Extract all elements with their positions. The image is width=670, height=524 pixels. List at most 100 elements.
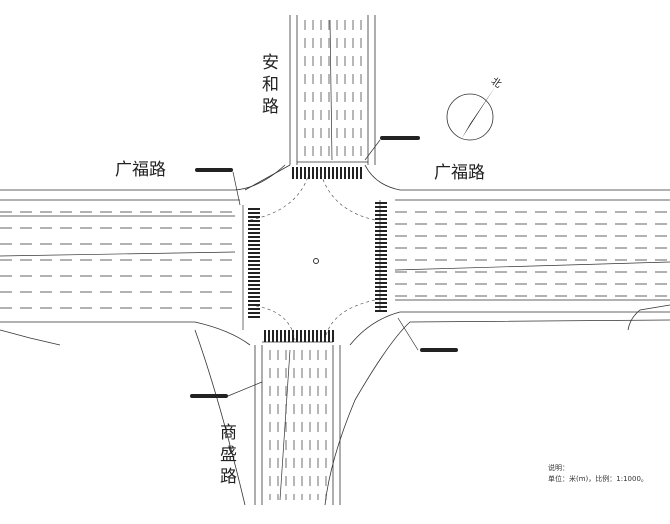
- south-crosswalk-stripe: [280, 330, 282, 342]
- se-sidewalk: [324, 319, 670, 506]
- north-crosswalk-stripe: [324, 167, 326, 179]
- east-crosswalk-stripe: [375, 274, 387, 276]
- east-crosswalk-stripe: [375, 310, 387, 312]
- north-crosswalk-stripe: [328, 167, 330, 179]
- west-crosswalk-stripe: [248, 252, 260, 254]
- south-crosswalk-stripe: [264, 330, 266, 342]
- east-crosswalk-stripe: [375, 258, 387, 260]
- east-crosswalk-stripe: [375, 254, 387, 256]
- north-crosswalk-stripe: [300, 167, 302, 179]
- east-crosswalk-stripe: [375, 238, 387, 240]
- west-crosswalk-stripe: [248, 300, 260, 302]
- north-crosswalk-stripe: [336, 167, 338, 179]
- east-crosswalk-stripe: [375, 270, 387, 272]
- south-crosswalk-stripe: [276, 330, 278, 342]
- west-crosswalk-stripe: [248, 272, 260, 274]
- north-crosswalk-stripe: [296, 167, 298, 179]
- south-crosswalk-stripe: [312, 330, 314, 342]
- north-crosswalk-stripe: [360, 167, 362, 179]
- road-label-north: 安和路: [262, 53, 279, 117]
- east-crosswalk-stripe: [375, 302, 387, 304]
- east-crosswalk-stripe: [375, 226, 387, 228]
- north-arrow-icon: [446, 87, 495, 141]
- east-crosswalk-stripe: [375, 218, 387, 220]
- east-crosswalk-stripe: [375, 246, 387, 248]
- nw-sidewalk: [244, 164, 291, 191]
- east-crosswalk-stripe: [375, 282, 387, 284]
- south-crosswalk-stripe: [268, 330, 270, 342]
- west-crosswalk-stripe: [248, 244, 260, 246]
- west-crosswalk-stripe: [248, 264, 260, 266]
- west-crosswalk-stripe: [248, 296, 260, 298]
- road-label-south: 商盛路: [220, 423, 237, 487]
- east-crosswalk-stripe: [375, 286, 387, 288]
- west-crosswalk-stripe: [248, 312, 260, 314]
- north-crosswalk-stripe: [292, 167, 294, 179]
- west-median: [0, 251, 236, 257]
- west-crosswalk-stripe: [248, 236, 260, 238]
- west-crosswalk-stripe: [248, 256, 260, 258]
- west-crosswalk-stripe: [248, 276, 260, 278]
- south-crosswalk-stripe: [300, 330, 302, 342]
- south-crosswalk-stripe: [332, 330, 334, 342]
- east-crosswalk-stripe: [375, 262, 387, 264]
- west-crosswalk-stripe: [248, 224, 260, 226]
- east-crosswalk-stripe: [375, 266, 387, 268]
- north-crosswalk-stripe: [348, 167, 350, 179]
- east-crosswalk-stripe: [375, 306, 387, 308]
- north-crosswalk-stripe: [320, 167, 322, 179]
- north-crosswalk-stripe: [340, 167, 342, 179]
- west-crosswalk-stripe: [248, 260, 260, 262]
- east-side-path: [627, 304, 670, 331]
- west-crosswalk-stripe: [248, 280, 260, 282]
- west-crosswalk-stripe: [248, 240, 260, 242]
- east-crosswalk-stripe: [375, 210, 387, 212]
- west-crosswalk-stripe: [248, 292, 260, 294]
- east-crosswalk-stripe: [375, 278, 387, 280]
- south-crosswalk-stripe: [296, 330, 298, 342]
- center-point: [313, 258, 319, 264]
- north-crosswalk-stripe: [332, 167, 334, 179]
- east-crosswalk-stripe: [375, 214, 387, 216]
- south-crosswalk-stripe: [272, 330, 274, 342]
- east-crosswalk-stripe: [375, 294, 387, 296]
- notes-title: 说明：: [548, 464, 569, 472]
- north-median: [329, 19, 333, 161]
- south-crosswalk-stripe: [316, 330, 318, 342]
- turn-guides: [249, 169, 376, 341]
- west-crosswalk-stripe: [248, 248, 260, 250]
- east-crosswalk-stripe: [375, 242, 387, 244]
- road-label-east: 广福路: [434, 163, 485, 183]
- north-crosswalk-stripe: [344, 167, 346, 179]
- east-crosswalk-stripe: [375, 202, 387, 204]
- sw-sidewalk: [194, 329, 246, 506]
- notes-units-scale: 单位：米(m)，比例：1:1000。: [548, 475, 648, 483]
- crosswalks: [248, 167, 387, 342]
- north-crosswalk-stripe: [356, 167, 358, 179]
- west-crosswalk-stripe: [248, 208, 260, 210]
- east-crosswalk-stripe: [375, 234, 387, 236]
- east-north-edge: [364, 164, 670, 191]
- east-crosswalk-stripe: [375, 298, 387, 300]
- west-south-edge: [0, 321, 251, 346]
- north-crosswalk-stripe: [316, 167, 318, 179]
- south-crosswalk-stripe: [324, 330, 326, 342]
- north-crosswalk-stripe: [312, 167, 314, 179]
- west-side-path: [0, 329, 61, 346]
- road-edges: [0, 15, 670, 506]
- west-crosswalk-stripe: [248, 216, 260, 218]
- west-crosswalk-stripe: [248, 220, 260, 222]
- lane-markings: [0, 19, 670, 501]
- south-crosswalk-stripe: [292, 330, 294, 342]
- west-crosswalk-stripe: [248, 316, 260, 318]
- west-crosswalk-stripe: [248, 288, 260, 290]
- east-crosswalk-stripe: [375, 290, 387, 292]
- east-crosswalk-stripe: [375, 206, 387, 208]
- east-crosswalk-stripe: [375, 222, 387, 224]
- west-crosswalk-stripe: [248, 308, 260, 310]
- road-label-west: 广福路: [115, 160, 166, 180]
- signal-leaders: [227, 139, 419, 397]
- west-crosswalk-stripe: [248, 228, 260, 230]
- west-crosswalk-stripe: [248, 284, 260, 286]
